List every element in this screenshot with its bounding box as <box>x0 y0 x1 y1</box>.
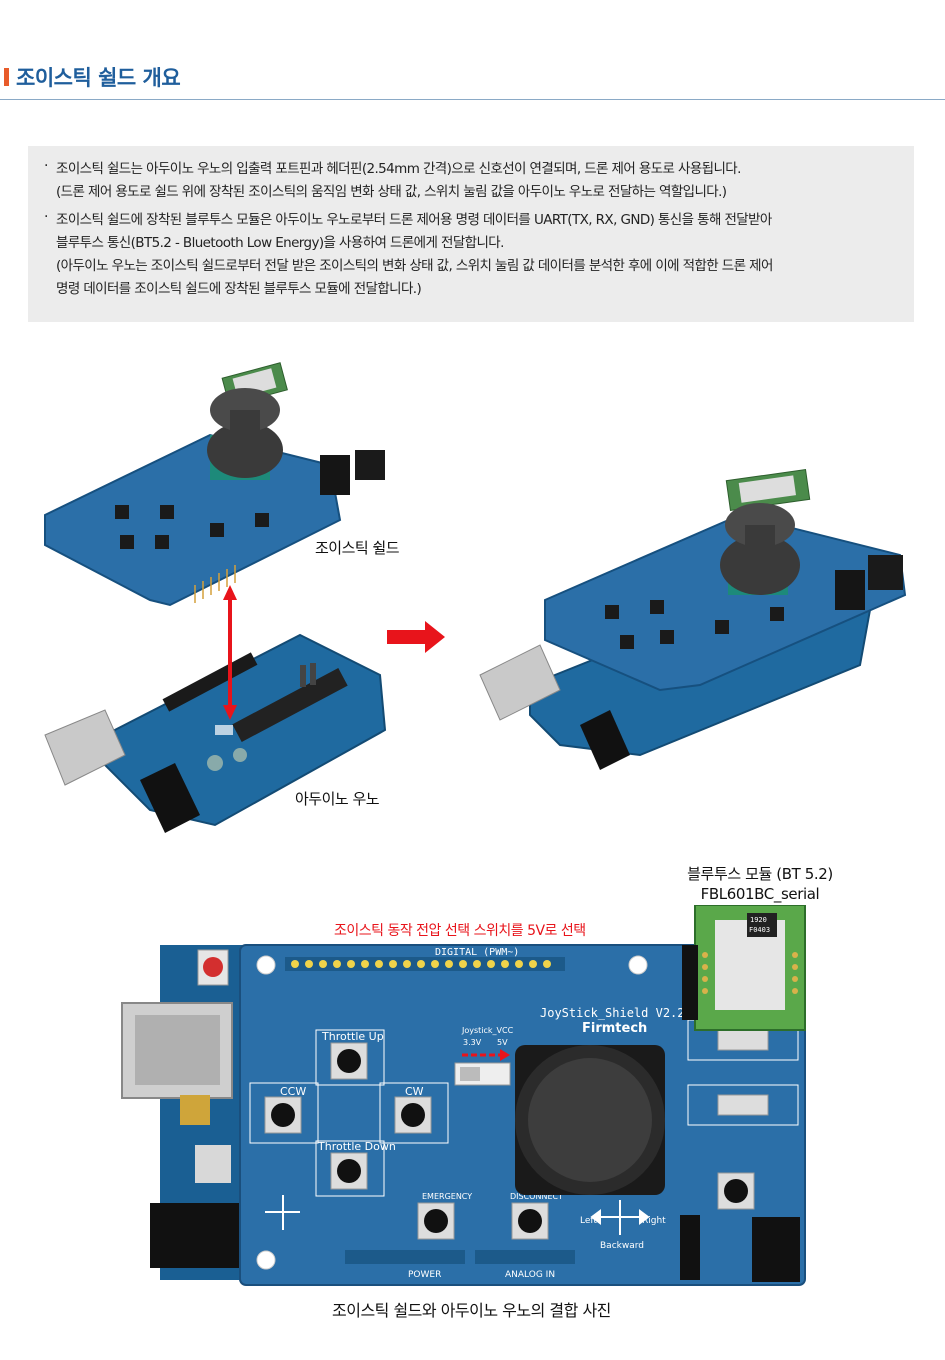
dir-left-label: Left <box>580 1216 597 1226</box>
voltage-note: 조이스틱 동작 전압 선택 스위치를 5V로 선택 <box>334 923 586 939</box>
intro-line: (드론 제어 용도로 쉴드 위에 장착된 조이스틱의 움직임 변화 상태 값, … <box>56 184 727 200</box>
bt-chip-code: F0403 <box>749 926 770 934</box>
voltage-switch-title: Joystick_VCC <box>461 1026 514 1035</box>
rotate-cross-icon <box>265 1195 300 1230</box>
analog-label: ANALOG IN <box>505 1270 555 1280</box>
joystick-shield-image <box>44 362 385 607</box>
figure2-caption: 조이스틱 쉴드와 아두이노 우노의 결합 사진 <box>332 1301 611 1320</box>
vertical-red-arrow-icon <box>223 585 237 720</box>
board-name-label: JoyStick_Shield V2.2 <box>540 1006 685 1020</box>
uno-label: 아두이노 우노 <box>295 790 380 808</box>
assembly-illustration <box>44 362 907 833</box>
bt-module-line1: 블루투스 모듈 (BT 5.2) <box>687 865 833 883</box>
bullet-dot: · <box>44 209 49 225</box>
voltage-switch-5v: 5V <box>497 1038 508 1047</box>
reset-button-icon <box>203 957 223 977</box>
btn-emergency-label: EMERGENCY <box>422 1192 472 1201</box>
power-label: POWER <box>408 1270 441 1280</box>
bt-module-label: 블루투스 모듈 (BT 5.2) FBL601BC_serial <box>660 864 860 904</box>
red-direction-arrow-icon <box>462 1049 510 1061</box>
arduino-uno-board-image <box>44 633 387 833</box>
btn-disconnect-label: DISCONNECT <box>510 1192 563 1201</box>
direction-cross-icon <box>590 1200 650 1235</box>
right-arrow-icon <box>387 621 445 653</box>
intro-bullet-2: · 조이스틱 쉴드에 장착된 블루투스 모듈은 아두이노 우노로부터 드론 제어… <box>44 209 898 301</box>
brand-label: Firmtech <box>582 1021 647 1036</box>
dir-right-label: Right <box>642 1216 666 1226</box>
bluetooth-module-image: 1920 F0403 <box>694 905 806 1031</box>
bullet-dot: · <box>44 158 49 174</box>
dir-backward-label: Backward <box>600 1241 644 1251</box>
header-accent-bar <box>4 68 9 86</box>
uart-switch <box>717 1029 769 1051</box>
joystick-knob-image <box>515 1045 665 1195</box>
icsp-header <box>752 1217 800 1282</box>
intro-bullet-1: · 조이스틱 쉴드는 아두이노 우노의 입출력 포트핀과 헤더핀(2.54mm … <box>44 158 898 204</box>
board-top-view: DIGITAL (PWM~) JoyStick_Shield V2.2 Firm… <box>121 905 806 1286</box>
bt-chip-label: 1920 <box>750 916 767 924</box>
section-header: 조이스틱 쉴드 개요 <box>0 60 945 100</box>
btn-throttle-down-label: Throttle Down <box>317 1140 396 1153</box>
digital-header-label: DIGITAL (PWM~) <box>435 947 519 958</box>
shield-label: 조이스틱 쉴드 <box>315 539 400 557</box>
intro-line: 조이스틱 쉴드에 장착된 블루투스 모듈은 아두이노 우노로부터 드론 제어용 … <box>56 212 772 228</box>
uart-switch <box>717 1094 769 1116</box>
intro-line: 블루투스 통신(BT5.2 - Bluetooth Low Energy)을 사… <box>56 235 504 251</box>
intro-box: · 조이스틱 쉴드는 아두이노 우노의 입출력 포트핀과 헤더핀(2.54mm … <box>28 146 914 322</box>
intro-line: 조이스틱 쉴드는 아두이노 우노의 입출력 포트핀과 헤더핀(2.54mm 간격… <box>56 161 741 177</box>
bt-module-line2: FBL601BC_serial <box>700 885 820 903</box>
power-jack <box>150 1203 240 1268</box>
btn-cw-label: CW <box>405 1085 424 1098</box>
page-title: 조이스틱 쉴드 개요 <box>16 66 181 90</box>
voltage-switch-3v3: 3.3V <box>463 1038 482 1047</box>
intro-line: 명령 데이터를 조이스틱 쉴드에 장착된 블루투스 모듈에 전달합니다.) <box>56 281 422 297</box>
intro-line: (아두이노 우노는 조이스틱 쉴드로부터 전달 받은 조이스틱의 변화 상태 값… <box>56 258 773 274</box>
btn-ccw-label: CCW <box>280 1085 306 1098</box>
btn-throttle-up-label: Throttle Up <box>321 1030 384 1043</box>
combined-board-image <box>479 469 907 770</box>
